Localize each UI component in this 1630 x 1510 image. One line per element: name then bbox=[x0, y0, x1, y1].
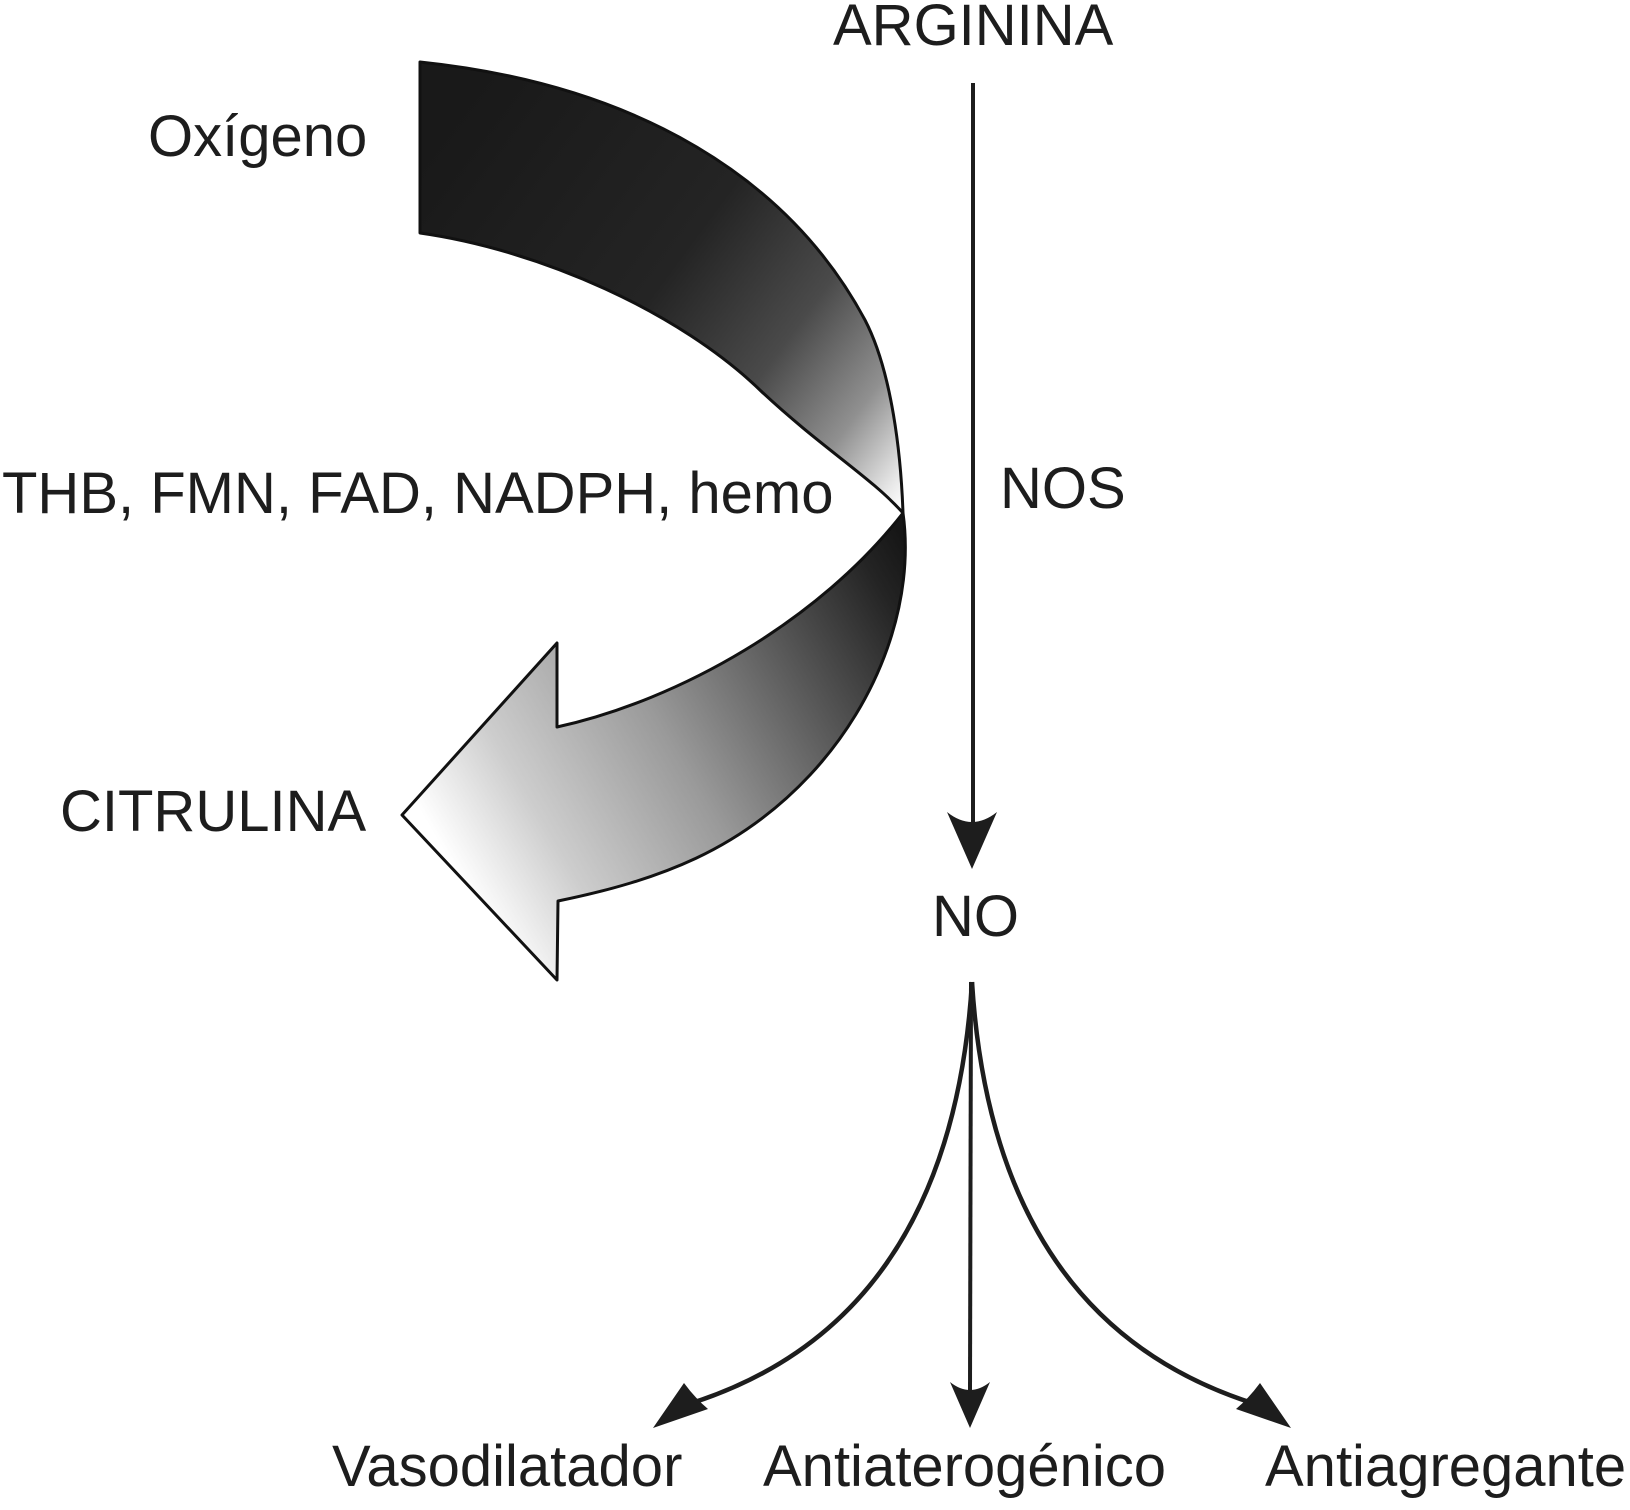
product-label: NO bbox=[932, 884, 1019, 949]
effect-antiaggregant-label: Antiagregante bbox=[1265, 1434, 1627, 1499]
effect-antiatherogenic-label: Antiaterogénico bbox=[763, 1434, 1167, 1499]
no-branch-right-arrow bbox=[969, 981, 1291, 1428]
substrate-label: ARGININA bbox=[833, 0, 1114, 58]
oxygen-label: Oxígeno bbox=[148, 104, 368, 169]
oxygen-band-arrow bbox=[418, 60, 905, 515]
cofactors-label: THB, FMN, FAD, NADPH, hemo bbox=[2, 461, 834, 526]
enzyme-label: NOS bbox=[1000, 456, 1126, 521]
nos-arrow bbox=[947, 83, 997, 869]
effect-vasodilator-label: Vasodilatador bbox=[332, 1434, 683, 1499]
no-branch-middle-arrow bbox=[950, 981, 990, 1428]
citrulline-band-arrow bbox=[400, 511, 907, 982]
byproduct-label: CITRULINA bbox=[60, 779, 367, 844]
no-branch-left-arrow bbox=[653, 981, 975, 1428]
